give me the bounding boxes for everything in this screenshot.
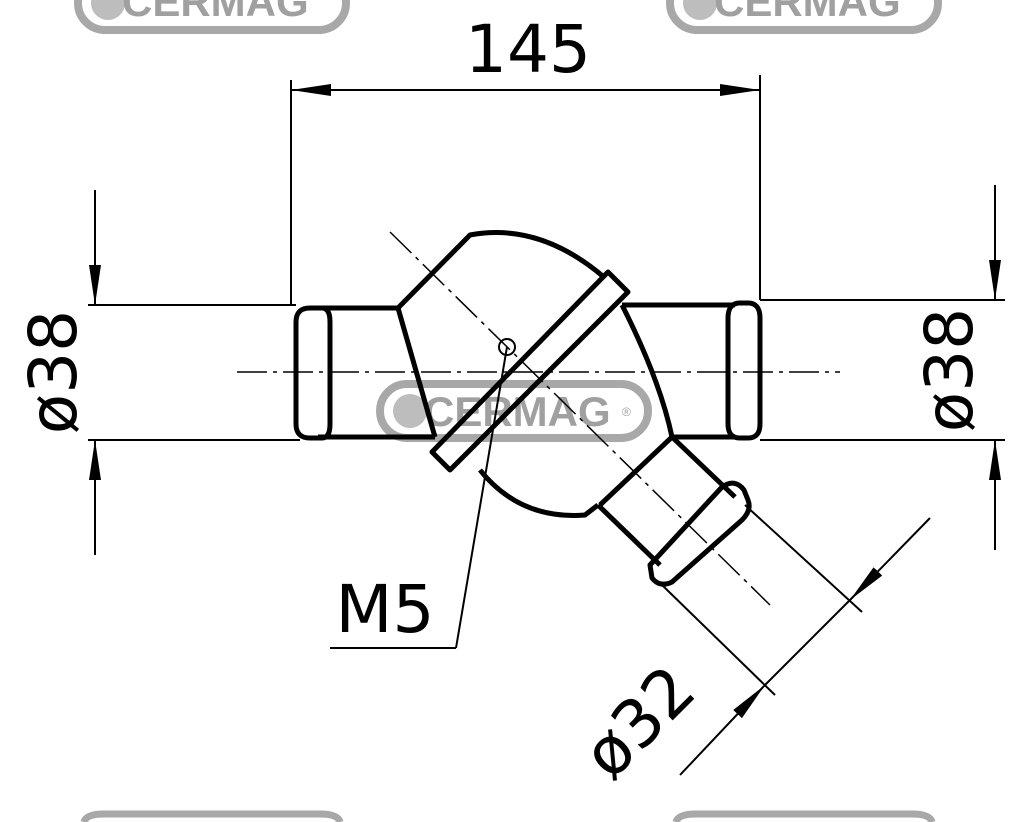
watermark-logo-top-right: CERMAG: [670, 0, 938, 30]
dimension-length: [290, 75, 761, 305]
dimension-length-label: 145: [465, 11, 591, 88]
thermostat-housing: [293, 230, 763, 587]
svg-text:CERMAG: CERMAG: [424, 388, 611, 435]
dimension-outlet-diameter-label: ø32: [568, 651, 710, 793]
svg-text:CERMAG: CERMAG: [714, 0, 901, 25]
svg-text:®: ®: [622, 405, 631, 419]
center-lines: [237, 231, 840, 606]
m5-hole: [498, 338, 516, 356]
thread-leader: [330, 346, 508, 649]
watermark-logo-bottom-left: [80, 810, 344, 822]
dimension-left-diameter-label: ø38: [15, 310, 92, 434]
dimension-left-diameter: [88, 190, 300, 555]
watermark-logo-top-left: CERMAG: [78, 0, 346, 30]
dimension-right-diameter: [760, 185, 1005, 550]
watermark-logo-bottom-right: [672, 810, 936, 822]
dimension-outlet-diameter: [661, 504, 931, 776]
svg-text:CERMAG: CERMAG: [122, 0, 309, 25]
dimension-right-diameter-label: ø38: [911, 308, 988, 432]
thread-label: M5: [336, 571, 435, 648]
